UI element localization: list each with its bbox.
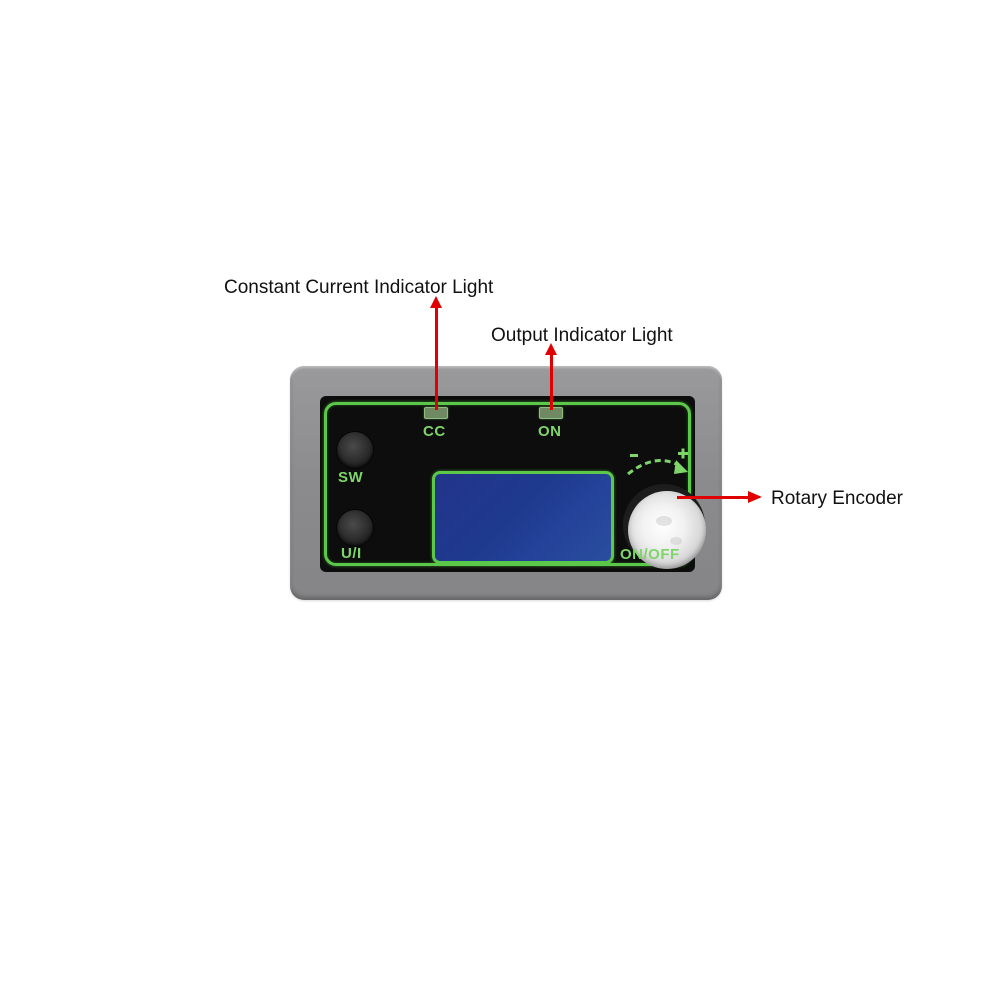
- constant-current-callout: Constant Current Indicator Light: [224, 277, 494, 298]
- knob-texture-icon: [656, 516, 682, 545]
- cc-callout-arrow: [430, 296, 442, 410]
- rotary-encoder-knob[interactable]: [628, 491, 706, 569]
- on-off-label: ON/OFF: [620, 546, 680, 563]
- ui-button[interactable]: [337, 510, 373, 546]
- on-label: ON: [538, 423, 562, 440]
- encoder-callout-arrow: [677, 491, 762, 503]
- power-supply-module: CC ON SW U/I ON/OFF: [290, 366, 722, 600]
- rotation-direction-icon: [627, 448, 688, 476]
- sw-label: SW: [338, 469, 364, 486]
- lcd-display: [432, 471, 614, 564]
- output-callout-arrow: [545, 343, 557, 410]
- output-indicator-callout: Output Indicator Light: [491, 325, 673, 346]
- cc-label: CC: [423, 423, 446, 440]
- ui-label: U/I: [341, 545, 362, 562]
- sw-button[interactable]: [337, 432, 373, 468]
- panel-frame: [324, 402, 691, 566]
- front-panel: CC ON SW U/I ON/OFF: [320, 396, 706, 572]
- rotary-encoder-callout: Rotary Encoder: [771, 488, 904, 509]
